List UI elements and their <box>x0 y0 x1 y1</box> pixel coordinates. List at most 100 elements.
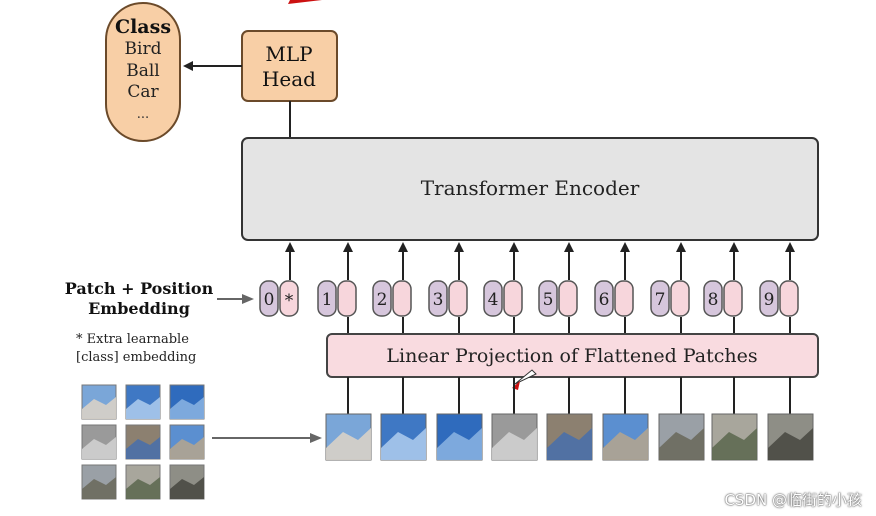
patch-embedding-pill <box>448 280 468 317</box>
position-embedding-pill <box>428 280 448 317</box>
patch-detail <box>712 428 757 460</box>
grid-detail <box>126 437 160 459</box>
grid-cell <box>81 464 117 500</box>
csdn-watermark: CSDN @临街的小孩 <box>724 491 862 509</box>
grid-detail <box>126 477 160 499</box>
grid-detail <box>82 437 116 459</box>
patch-detail <box>603 428 648 460</box>
mlp-head-label-line2: Head <box>262 67 316 91</box>
patch-embedding-pill <box>779 280 799 317</box>
position-embedding-pill <box>703 280 723 317</box>
grid-cell <box>125 424 161 460</box>
grid-cell <box>81 384 117 420</box>
position-index: 7 <box>655 290 666 310</box>
position-index: 0 <box>264 290 275 310</box>
grid-cell <box>125 384 161 420</box>
embedding-token: 6 <box>594 242 634 334</box>
embedding-token: 2 <box>372 242 412 334</box>
transformer-encoder-box: Transformer Encoder <box>241 137 819 241</box>
class-item: Ball <box>126 61 160 81</box>
position-embedding-pill <box>759 280 779 317</box>
embedding-token: 9 <box>759 242 799 334</box>
embedding-token: 8 <box>703 242 743 334</box>
transformer-encoder-label: Transformer Encoder <box>421 176 640 200</box>
position-index: 1 <box>322 290 333 310</box>
grid-cell <box>169 384 205 420</box>
position-embedding-pill <box>317 280 337 317</box>
patch-row <box>325 377 814 461</box>
position-embedding-pill <box>538 280 558 317</box>
grid-cell <box>125 464 161 500</box>
patch-embedding-pill <box>670 280 690 317</box>
image-patch <box>546 377 593 461</box>
image-patch <box>658 377 705 461</box>
embedding-token: 3 <box>428 242 468 334</box>
class-item: Bird <box>125 39 162 59</box>
image-patch <box>325 377 372 461</box>
patch-detail <box>492 428 537 460</box>
image-patch <box>436 377 483 461</box>
patch-embedding-pill <box>337 280 357 317</box>
patch-detail <box>381 428 426 460</box>
image-patch <box>491 377 538 461</box>
grid-cell <box>169 424 205 460</box>
embedding-token: 0* <box>259 242 299 317</box>
image-patch-grid <box>81 384 205 500</box>
class-title: Class <box>115 16 171 38</box>
patch-detail <box>659 428 704 460</box>
embedding-token: 5 <box>538 242 578 334</box>
position-index: 5 <box>543 290 554 310</box>
note-line2: [class] embedding <box>76 350 196 365</box>
image-patch <box>602 377 649 461</box>
image-patch <box>767 377 814 461</box>
note-line1: * Extra learnable <box>76 332 189 347</box>
position-index: 4 <box>488 290 499 310</box>
grid-cell <box>169 464 205 500</box>
patch-detail <box>437 428 482 460</box>
grid-cell <box>81 424 117 460</box>
patch-embedding-pill <box>279 280 299 317</box>
mlp-head-box: MLP Head <box>241 30 338 102</box>
mlp-head-label-line1: MLP <box>265 42 312 66</box>
position-embedding-pill <box>650 280 670 317</box>
patch-detail <box>547 428 592 460</box>
position-embedding-pill <box>483 280 503 317</box>
patch-detail <box>326 428 371 460</box>
class-token-mark: * <box>285 291 294 311</box>
class-output-box: Class Bird Ball Car ... <box>105 2 181 142</box>
position-embedding-pill <box>259 280 279 317</box>
patch-embedding-pill <box>614 280 634 317</box>
grid-detail <box>82 397 116 419</box>
embedding-label-line2: Embedding <box>88 299 190 318</box>
grid-detail <box>170 477 204 499</box>
cursor-fragment <box>288 0 322 4</box>
position-index: 9 <box>764 290 775 310</box>
patch-embedding-pill <box>503 280 523 317</box>
grid-detail <box>82 477 116 499</box>
linear-projection-label: Linear Projection of Flattened Patches <box>386 345 757 367</box>
position-index: 8 <box>708 290 719 310</box>
class-item: ... <box>137 107 149 122</box>
patch-embedding-pill <box>392 280 412 317</box>
linear-projection-box: Linear Projection of Flattened Patches <box>326 333 819 378</box>
embedding-token: 7 <box>650 242 690 334</box>
image-patch <box>380 377 427 461</box>
grid-detail <box>126 397 160 419</box>
embedding-token: 4 <box>483 242 523 334</box>
position-embedding-pill <box>594 280 614 317</box>
position-index: 2 <box>377 290 388 310</box>
position-index: 3 <box>433 290 444 310</box>
position-index: 6 <box>599 290 610 310</box>
embedding-token: 1 <box>317 242 357 334</box>
patch-embedding-pill <box>723 280 743 317</box>
grid-detail <box>170 437 204 459</box>
grid-detail <box>170 397 204 419</box>
position-embedding-pill <box>372 280 392 317</box>
image-patch <box>711 377 758 461</box>
embedding-label-line1: Patch + Position <box>65 279 214 298</box>
patch-embedding-pill <box>558 280 578 317</box>
class-item: Car <box>127 82 159 102</box>
patch-detail <box>768 428 813 460</box>
